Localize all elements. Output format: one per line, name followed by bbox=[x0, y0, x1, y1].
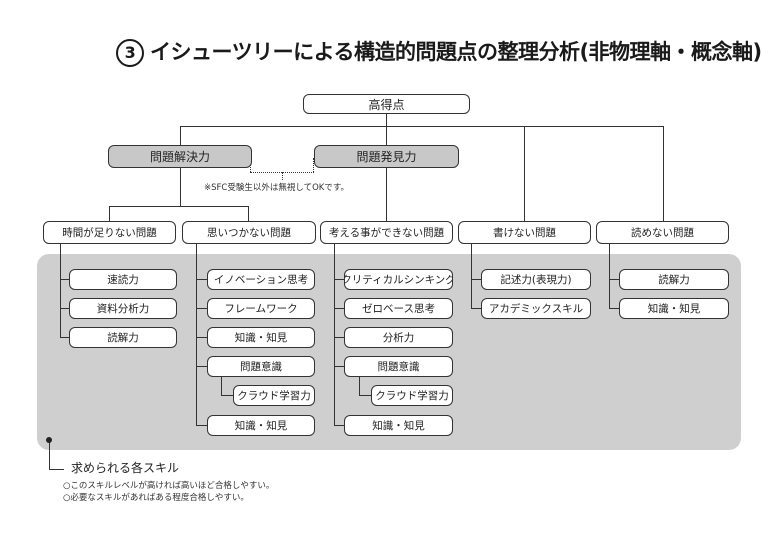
connector bbox=[663, 126, 664, 221]
connector bbox=[196, 244, 197, 426]
connector bbox=[524, 126, 525, 221]
skill-box: クリティカルシンキング bbox=[344, 269, 453, 290]
connector bbox=[60, 337, 69, 338]
connector bbox=[60, 244, 61, 338]
connector bbox=[334, 244, 335, 426]
connector bbox=[180, 168, 181, 206]
legend-line: ○このスキルレベルが高ければ高いほど合格しやすい。 bbox=[63, 481, 275, 491]
skill-box: 問題意識 bbox=[207, 356, 315, 377]
skill-box: 記述力(表現力) bbox=[481, 269, 591, 290]
dotted-connector bbox=[313, 158, 314, 172]
connector bbox=[109, 206, 249, 207]
skill-box: 知識・知見 bbox=[207, 415, 315, 436]
connector bbox=[386, 126, 387, 146]
connector bbox=[471, 308, 481, 309]
connector bbox=[334, 308, 344, 309]
connector bbox=[221, 395, 233, 396]
problem-cannot-write: 書けない問題 bbox=[458, 221, 591, 244]
connector bbox=[60, 279, 69, 280]
skill-box-sub: クラウド学習力 bbox=[233, 385, 315, 406]
skill-box: フレームワーク bbox=[207, 298, 315, 319]
connector bbox=[196, 279, 207, 280]
connector bbox=[471, 279, 481, 280]
connector bbox=[334, 279, 344, 280]
skill-box: 知識・知見 bbox=[344, 415, 453, 436]
connector bbox=[609, 308, 619, 309]
connector bbox=[180, 126, 181, 146]
skill-box: 知識・知見 bbox=[619, 298, 729, 319]
connector bbox=[221, 376, 222, 396]
connector bbox=[386, 168, 387, 221]
problem-time-shortage: 時間が足りない問題 bbox=[43, 221, 176, 244]
connector bbox=[334, 337, 344, 338]
skill-box: 読解力 bbox=[619, 269, 729, 290]
connector bbox=[334, 366, 344, 367]
connector bbox=[196, 425, 207, 426]
connector bbox=[359, 376, 360, 396]
problem-cannot-read: 読めない問題 bbox=[596, 221, 729, 244]
skill-box: ゼロベース思考 bbox=[344, 298, 453, 319]
connector bbox=[386, 112, 387, 126]
skill-box-sub: クラウド学習力 bbox=[371, 385, 453, 406]
skill-box: 読解力 bbox=[69, 327, 177, 348]
problem-cannot-reason: 考える事ができない問題 bbox=[320, 221, 453, 244]
connector bbox=[609, 279, 619, 280]
problem-cannot-think-of: 思いつかない問題 bbox=[182, 221, 316, 244]
legend-connector bbox=[49, 469, 64, 470]
connector bbox=[471, 244, 472, 308]
skill-box: 資料分析力 bbox=[69, 298, 177, 319]
skill-box: 分析力 bbox=[344, 327, 453, 348]
connector bbox=[248, 206, 249, 221]
legend-title: 求められる各スキル bbox=[71, 461, 180, 475]
sfc-note: ※SFC受験生以外は無視してOKです。 bbox=[204, 183, 350, 193]
connector bbox=[196, 337, 207, 338]
connector bbox=[609, 244, 610, 308]
level1-problem-solving: 問題解決力 bbox=[108, 145, 252, 168]
connector bbox=[334, 425, 344, 426]
skill-box: アカデミックスキル bbox=[481, 298, 591, 319]
skill-box: 速読力 bbox=[69, 269, 177, 290]
legend-line: ○必要なスキルがあればある程度合格しやすい。 bbox=[63, 493, 249, 503]
connector bbox=[196, 308, 207, 309]
connector bbox=[60, 308, 69, 309]
section-number: 3 bbox=[116, 39, 144, 67]
connector bbox=[196, 366, 207, 367]
connector bbox=[359, 395, 371, 396]
level1-problem-finding: 問題発見力 bbox=[314, 145, 459, 168]
skill-box: 問題意識 bbox=[344, 356, 453, 377]
title-text: イシューツリーによる構造的問題点の整理分析(非物理軸・概念軸) bbox=[150, 40, 762, 64]
skill-box: イノベーション思考 bbox=[207, 269, 315, 290]
connector bbox=[180, 126, 664, 127]
legend-connector bbox=[49, 440, 50, 470]
skill-box: 知識・知見 bbox=[207, 327, 315, 348]
connector bbox=[109, 206, 110, 221]
root-node: 高得点 bbox=[303, 94, 470, 114]
dotted-connector bbox=[282, 172, 283, 180]
legend-dot bbox=[46, 437, 52, 443]
